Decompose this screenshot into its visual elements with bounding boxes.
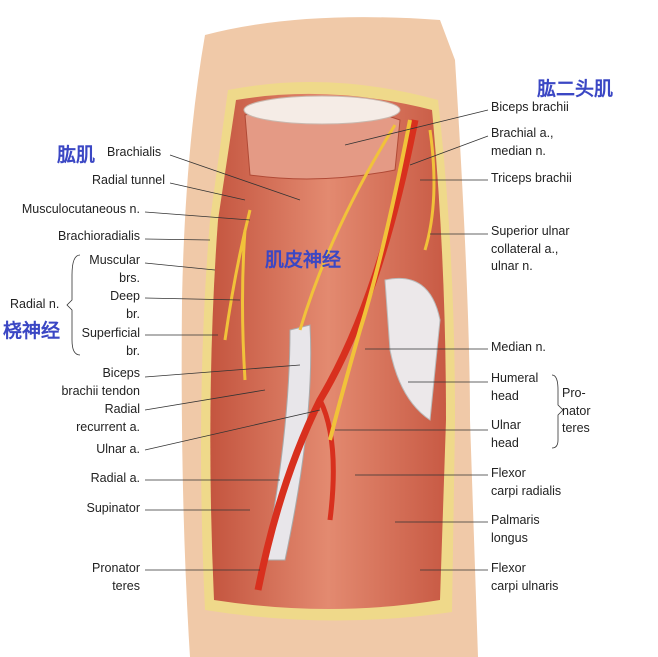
label-radial-n: Radial n. [10,297,60,311]
median-nerve [328,119,412,441]
leader-lines [66,109,564,571]
label-brachial-a: Brachial a.,median n. [491,126,554,158]
bicipital-tendon [264,324,312,561]
cn-label-radial-nerve: 桡神经 [3,320,61,342]
label-brachioradialis: Brachioradialis [58,229,140,243]
cn-label-musculocutaneous: 肌皮神经 [265,249,342,271]
label-musculocutaneous: Musculocutaneous n. [21,202,140,216]
label-radial-a: Radial a. [90,471,140,485]
ulnar-nerve [423,129,436,251]
cn-label-biceps: 肱二头肌 [537,78,614,100]
label-triceps: Triceps brachii [491,171,572,185]
radial-nerve [223,209,252,381]
cn-label-brachialis: 肱肌 [57,144,96,166]
brachial-artery [254,119,419,591]
label-ulnar-a: Ulnar a. [96,442,140,456]
label-biceps-brachii: Biceps brachii [491,100,569,114]
ulnar-artery [317,398,336,521]
label-radial-tunnel: Radial tunnel [92,173,165,187]
musculocutaneous-nerve [298,124,397,331]
label-median-n: Median n. [491,340,546,354]
label-brachialis: Brachialis [107,145,162,159]
label-supinator: Supinator [86,501,140,515]
biceps-section [243,95,401,125]
